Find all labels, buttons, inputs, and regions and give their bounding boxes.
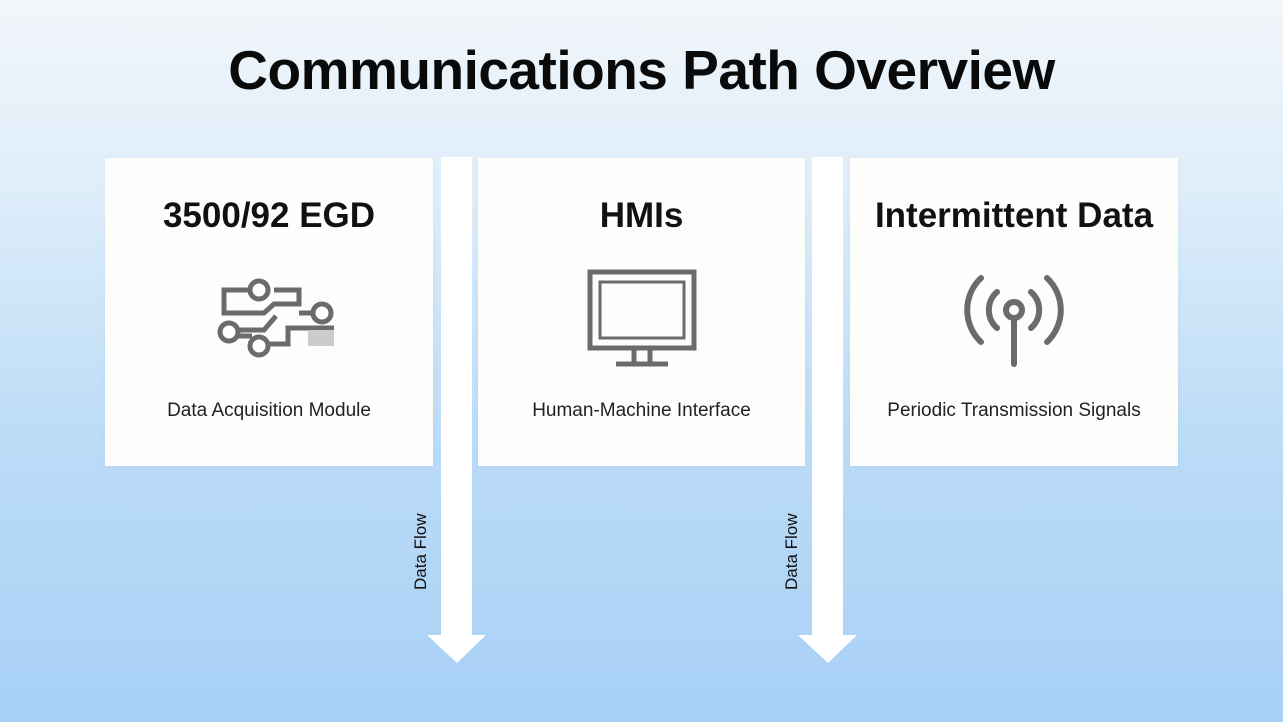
- data-flow-arrow: [798, 157, 857, 663]
- data-flow-label: Data Flow: [411, 513, 430, 590]
- card-subtitle: Human-Machine Interface: [532, 400, 751, 421]
- antenna-signal-icon: [959, 268, 1069, 373]
- card-title: 3500/92 EGD: [162, 196, 376, 235]
- data-flow-label: Data Flow: [782, 513, 801, 590]
- card-hmis: HMIs Human-Machine Interface: [478, 158, 805, 466]
- card-title: Intermittent Data: [874, 196, 1154, 235]
- circuit-icon: [204, 268, 334, 363]
- card-egd: 3500/92 EGD Data Acquisition Module: [105, 158, 433, 466]
- card-subtitle: Data Acquisition Module: [167, 400, 371, 421]
- card-subtitle: Periodic Transmission Signals: [887, 400, 1141, 421]
- page-title: Communications Path Overview: [228, 39, 1055, 101]
- card-intermittent-data: Intermittent Data Periodic Transmission …: [850, 158, 1178, 466]
- data-flow-arrow: [427, 157, 486, 663]
- monitor-icon: [586, 268, 698, 373]
- card-title: HMIs: [599, 196, 684, 235]
